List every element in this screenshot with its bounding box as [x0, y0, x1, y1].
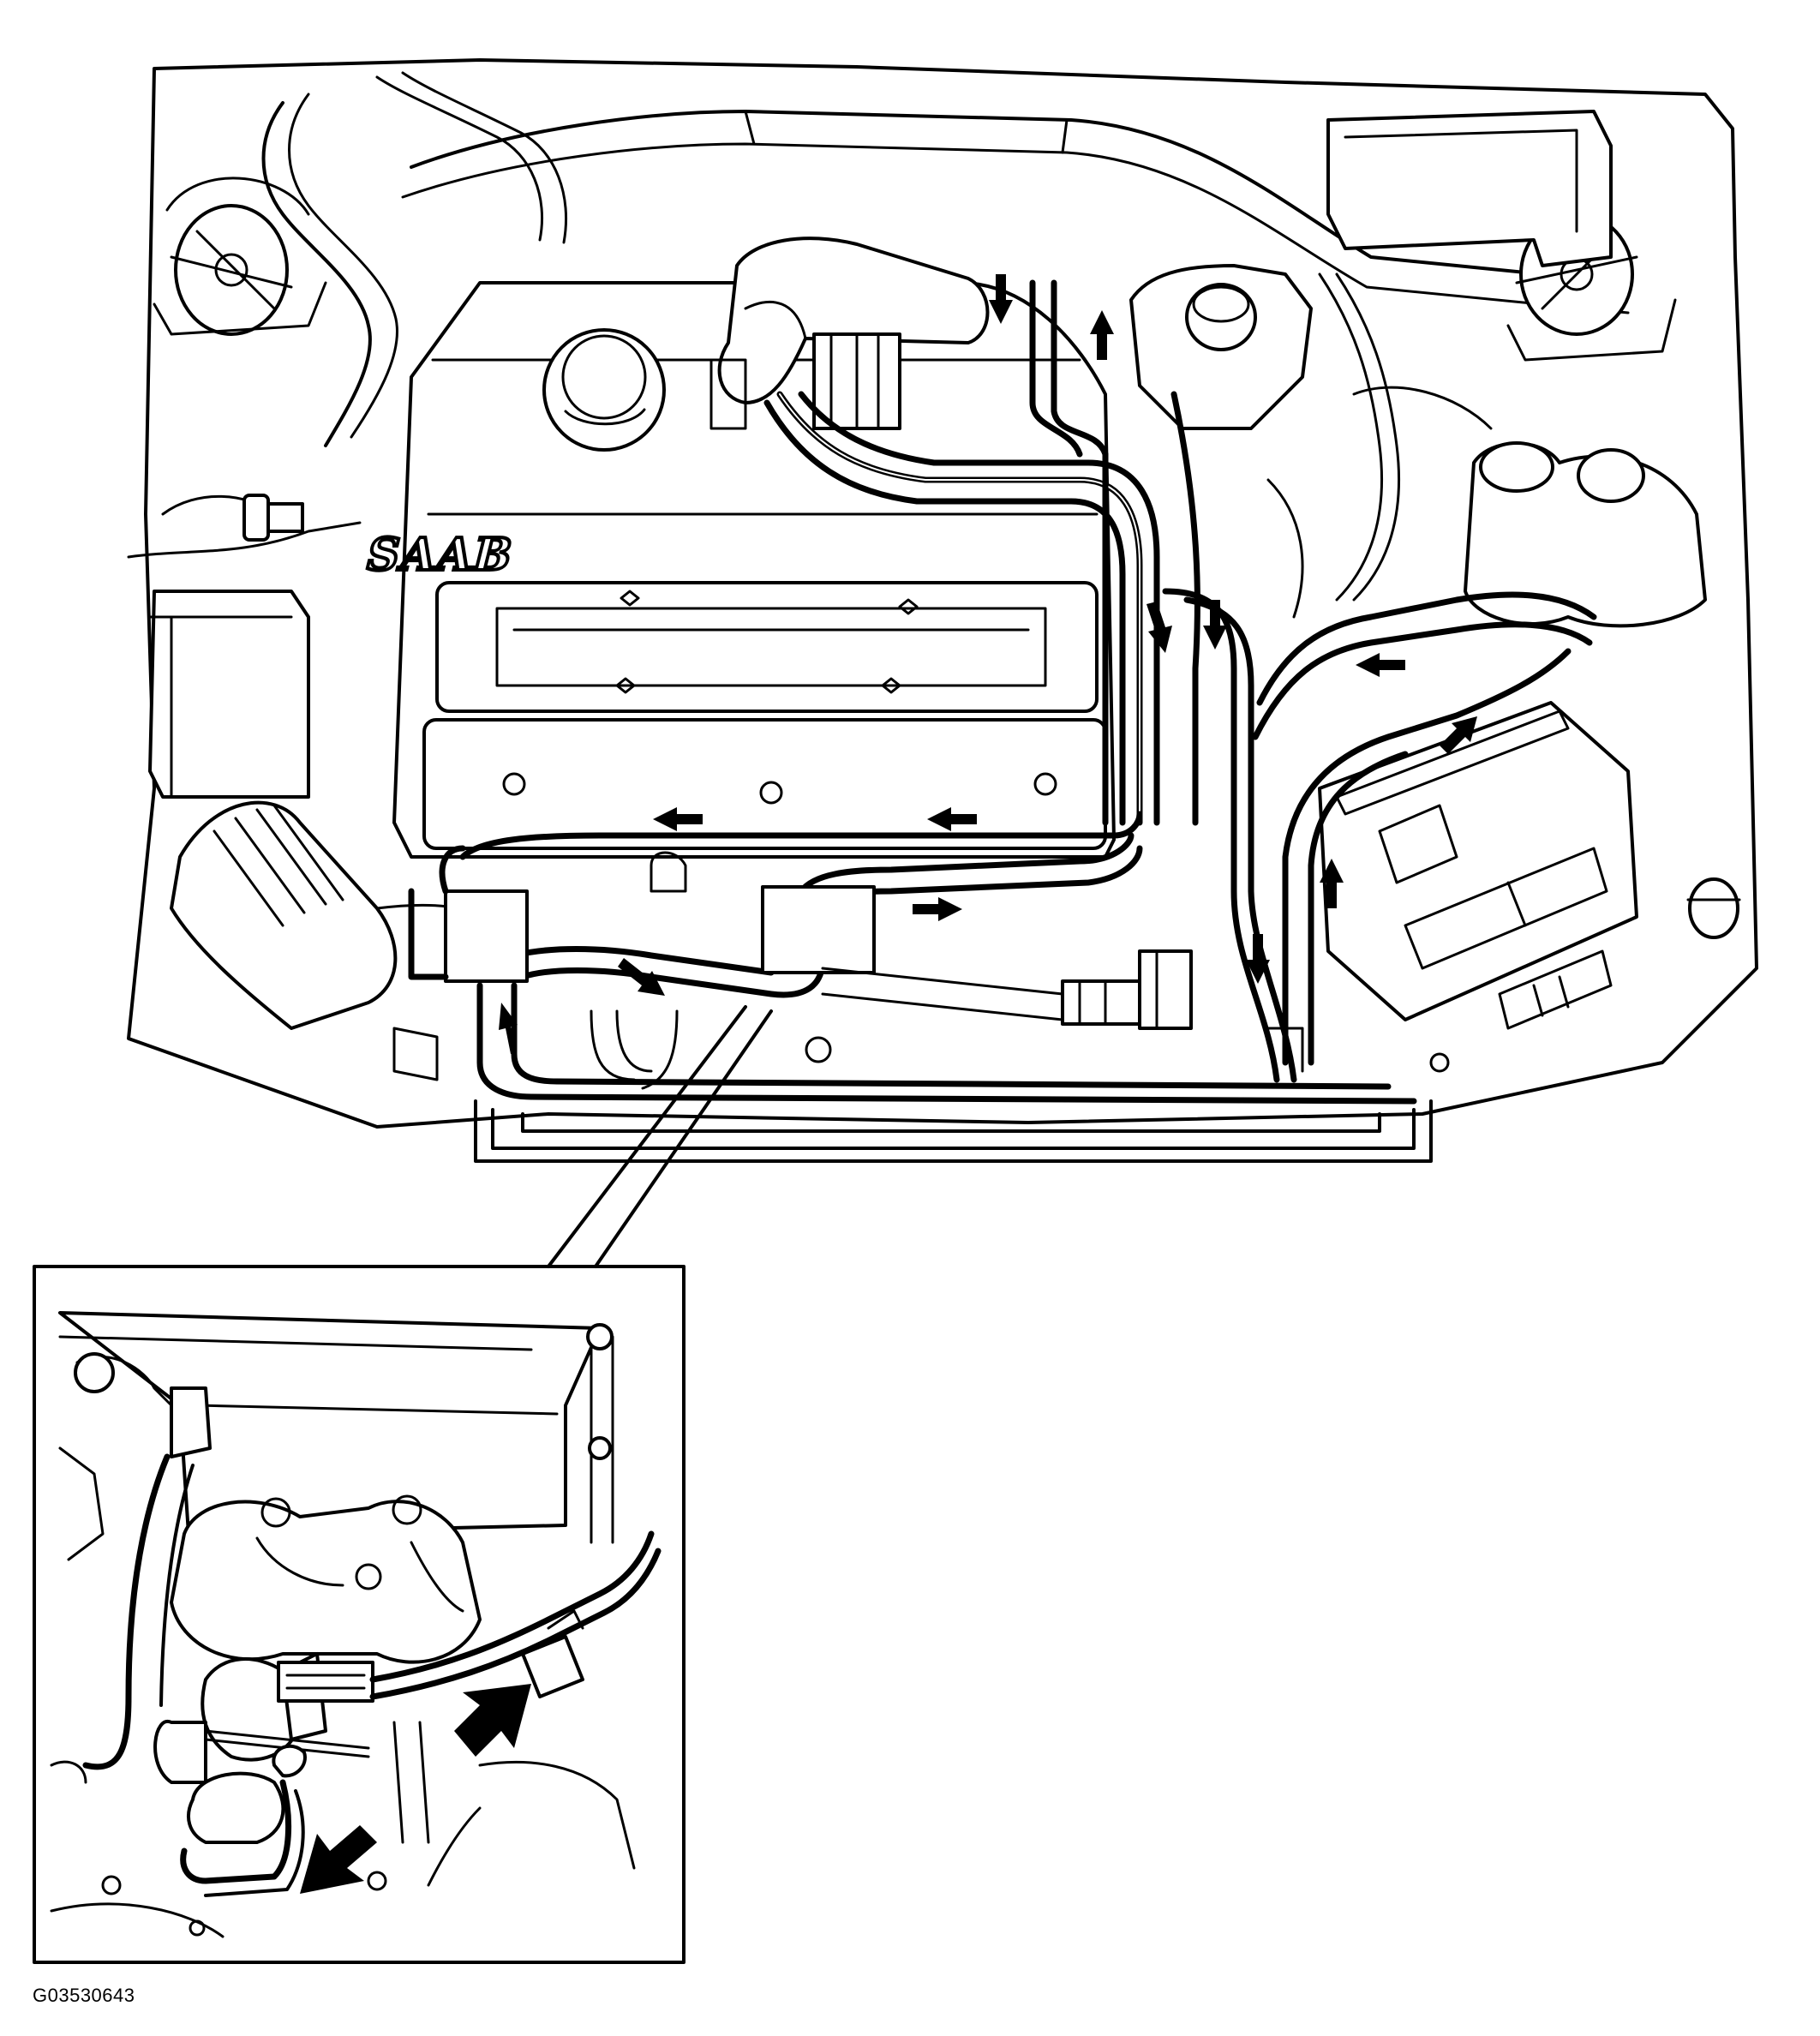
intake-elbow: [709, 237, 990, 430]
inline-connector: [821, 949, 1193, 1030]
flow-arrow-icon: [1320, 859, 1344, 908]
inset-detail-view: [33, 1265, 685, 1964]
right-upper-box: [1326, 110, 1613, 267]
flow-arrow-icon: [1203, 600, 1227, 650]
brand-badge: SAAB: [361, 529, 519, 581]
flow-arrow-icon: [1090, 310, 1114, 360]
flow-arrow-icon: [499, 1003, 518, 1054]
flow-arrow-icon: [927, 807, 977, 831]
brake-reservoir: [1129, 264, 1313, 430]
flow-arrow-icon: [618, 958, 665, 996]
oil-filler-cap: [542, 328, 666, 452]
engine-valve-cover: SAAB: [359, 281, 1116, 859]
flow-arrow-icon: [1440, 716, 1477, 754]
inset-frame: [33, 1265, 685, 1964]
pointer-arrow-icon: [454, 1684, 531, 1757]
hose-routing: [408, 279, 1597, 1163]
air-intake-hose: [170, 800, 516, 1030]
flow-arrow-icon: [1246, 934, 1270, 984]
battery: [1318, 701, 1638, 1030]
flow-arrow-icon: [989, 274, 1013, 324]
flow-arrow-icon: [1146, 602, 1172, 653]
left-strut-tower: [153, 177, 327, 336]
flow-arrow-icon: [1356, 653, 1405, 677]
engine-bay-view: SAAB: [127, 58, 1758, 1163]
flow-arrows: [499, 274, 1477, 1054]
inset-leader-lines: [547, 1005, 773, 1268]
flow-arrow-icon: [913, 897, 962, 921]
figure-id: G03530643: [33, 1985, 135, 2006]
pointer-arrow-icon: [300, 1825, 377, 1894]
flow-arrow-icon: [653, 807, 703, 831]
left-relay-box: [148, 590, 310, 799]
engine-bay-outline: [127, 58, 1758, 1129]
coolant-expansion-tank: [1464, 441, 1707, 628]
